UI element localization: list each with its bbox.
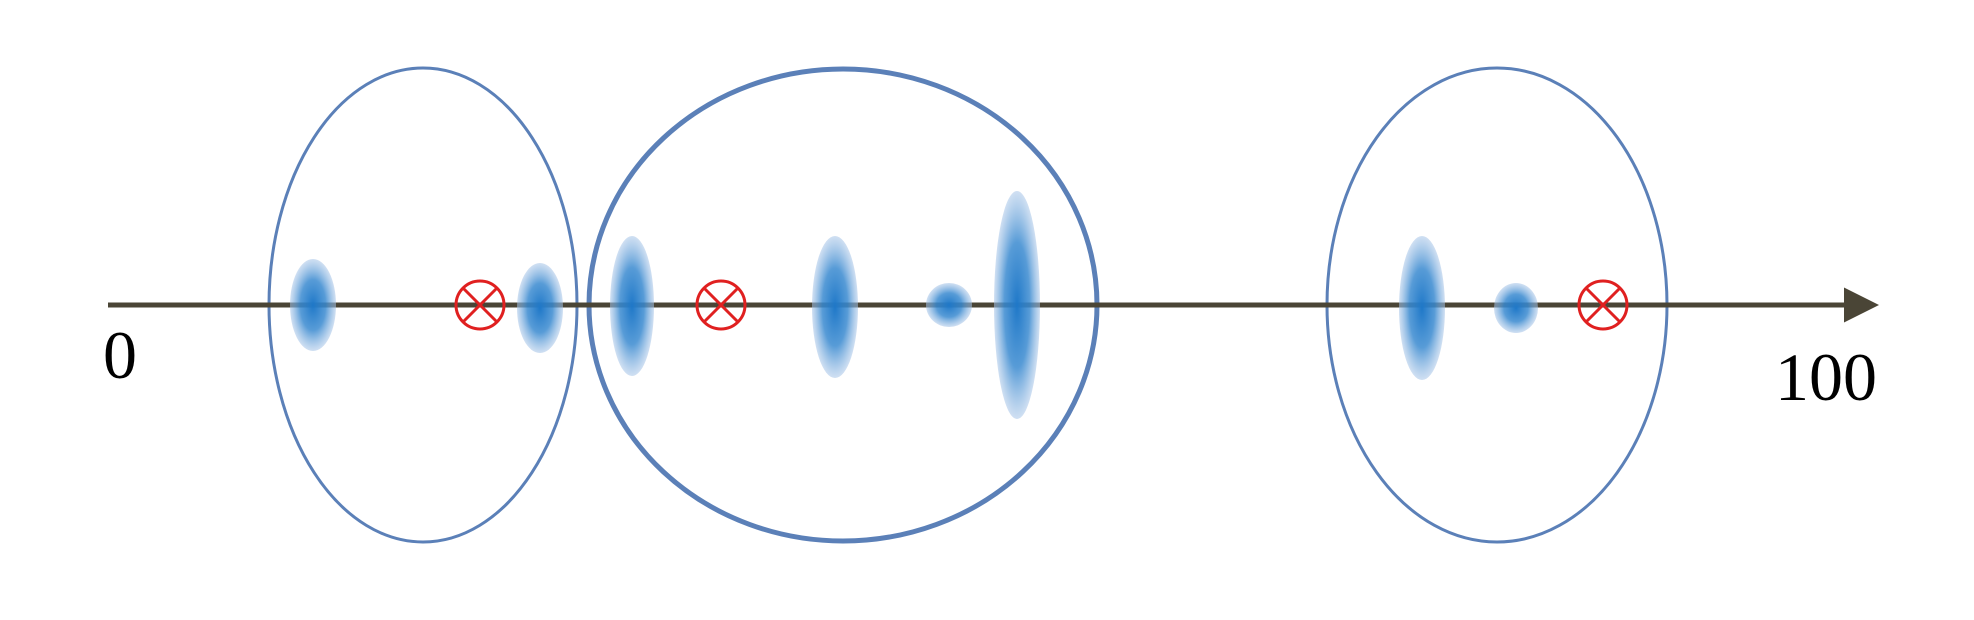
data-blob: [812, 236, 858, 378]
data-blob: [994, 191, 1040, 419]
circled-x-icon: [1577, 279, 1629, 331]
data-blob: [926, 283, 972, 327]
data-blob: [1399, 236, 1445, 380]
data-blob: [1494, 283, 1538, 333]
circled-x-icon: [695, 279, 747, 331]
data-blob: [610, 236, 654, 376]
data-blob: [517, 263, 563, 353]
axis-start-label: 0: [103, 317, 137, 393]
axis-end-label: 100: [1775, 339, 1877, 415]
circled-x-icon: [454, 279, 506, 331]
data-blob: [290, 259, 336, 351]
